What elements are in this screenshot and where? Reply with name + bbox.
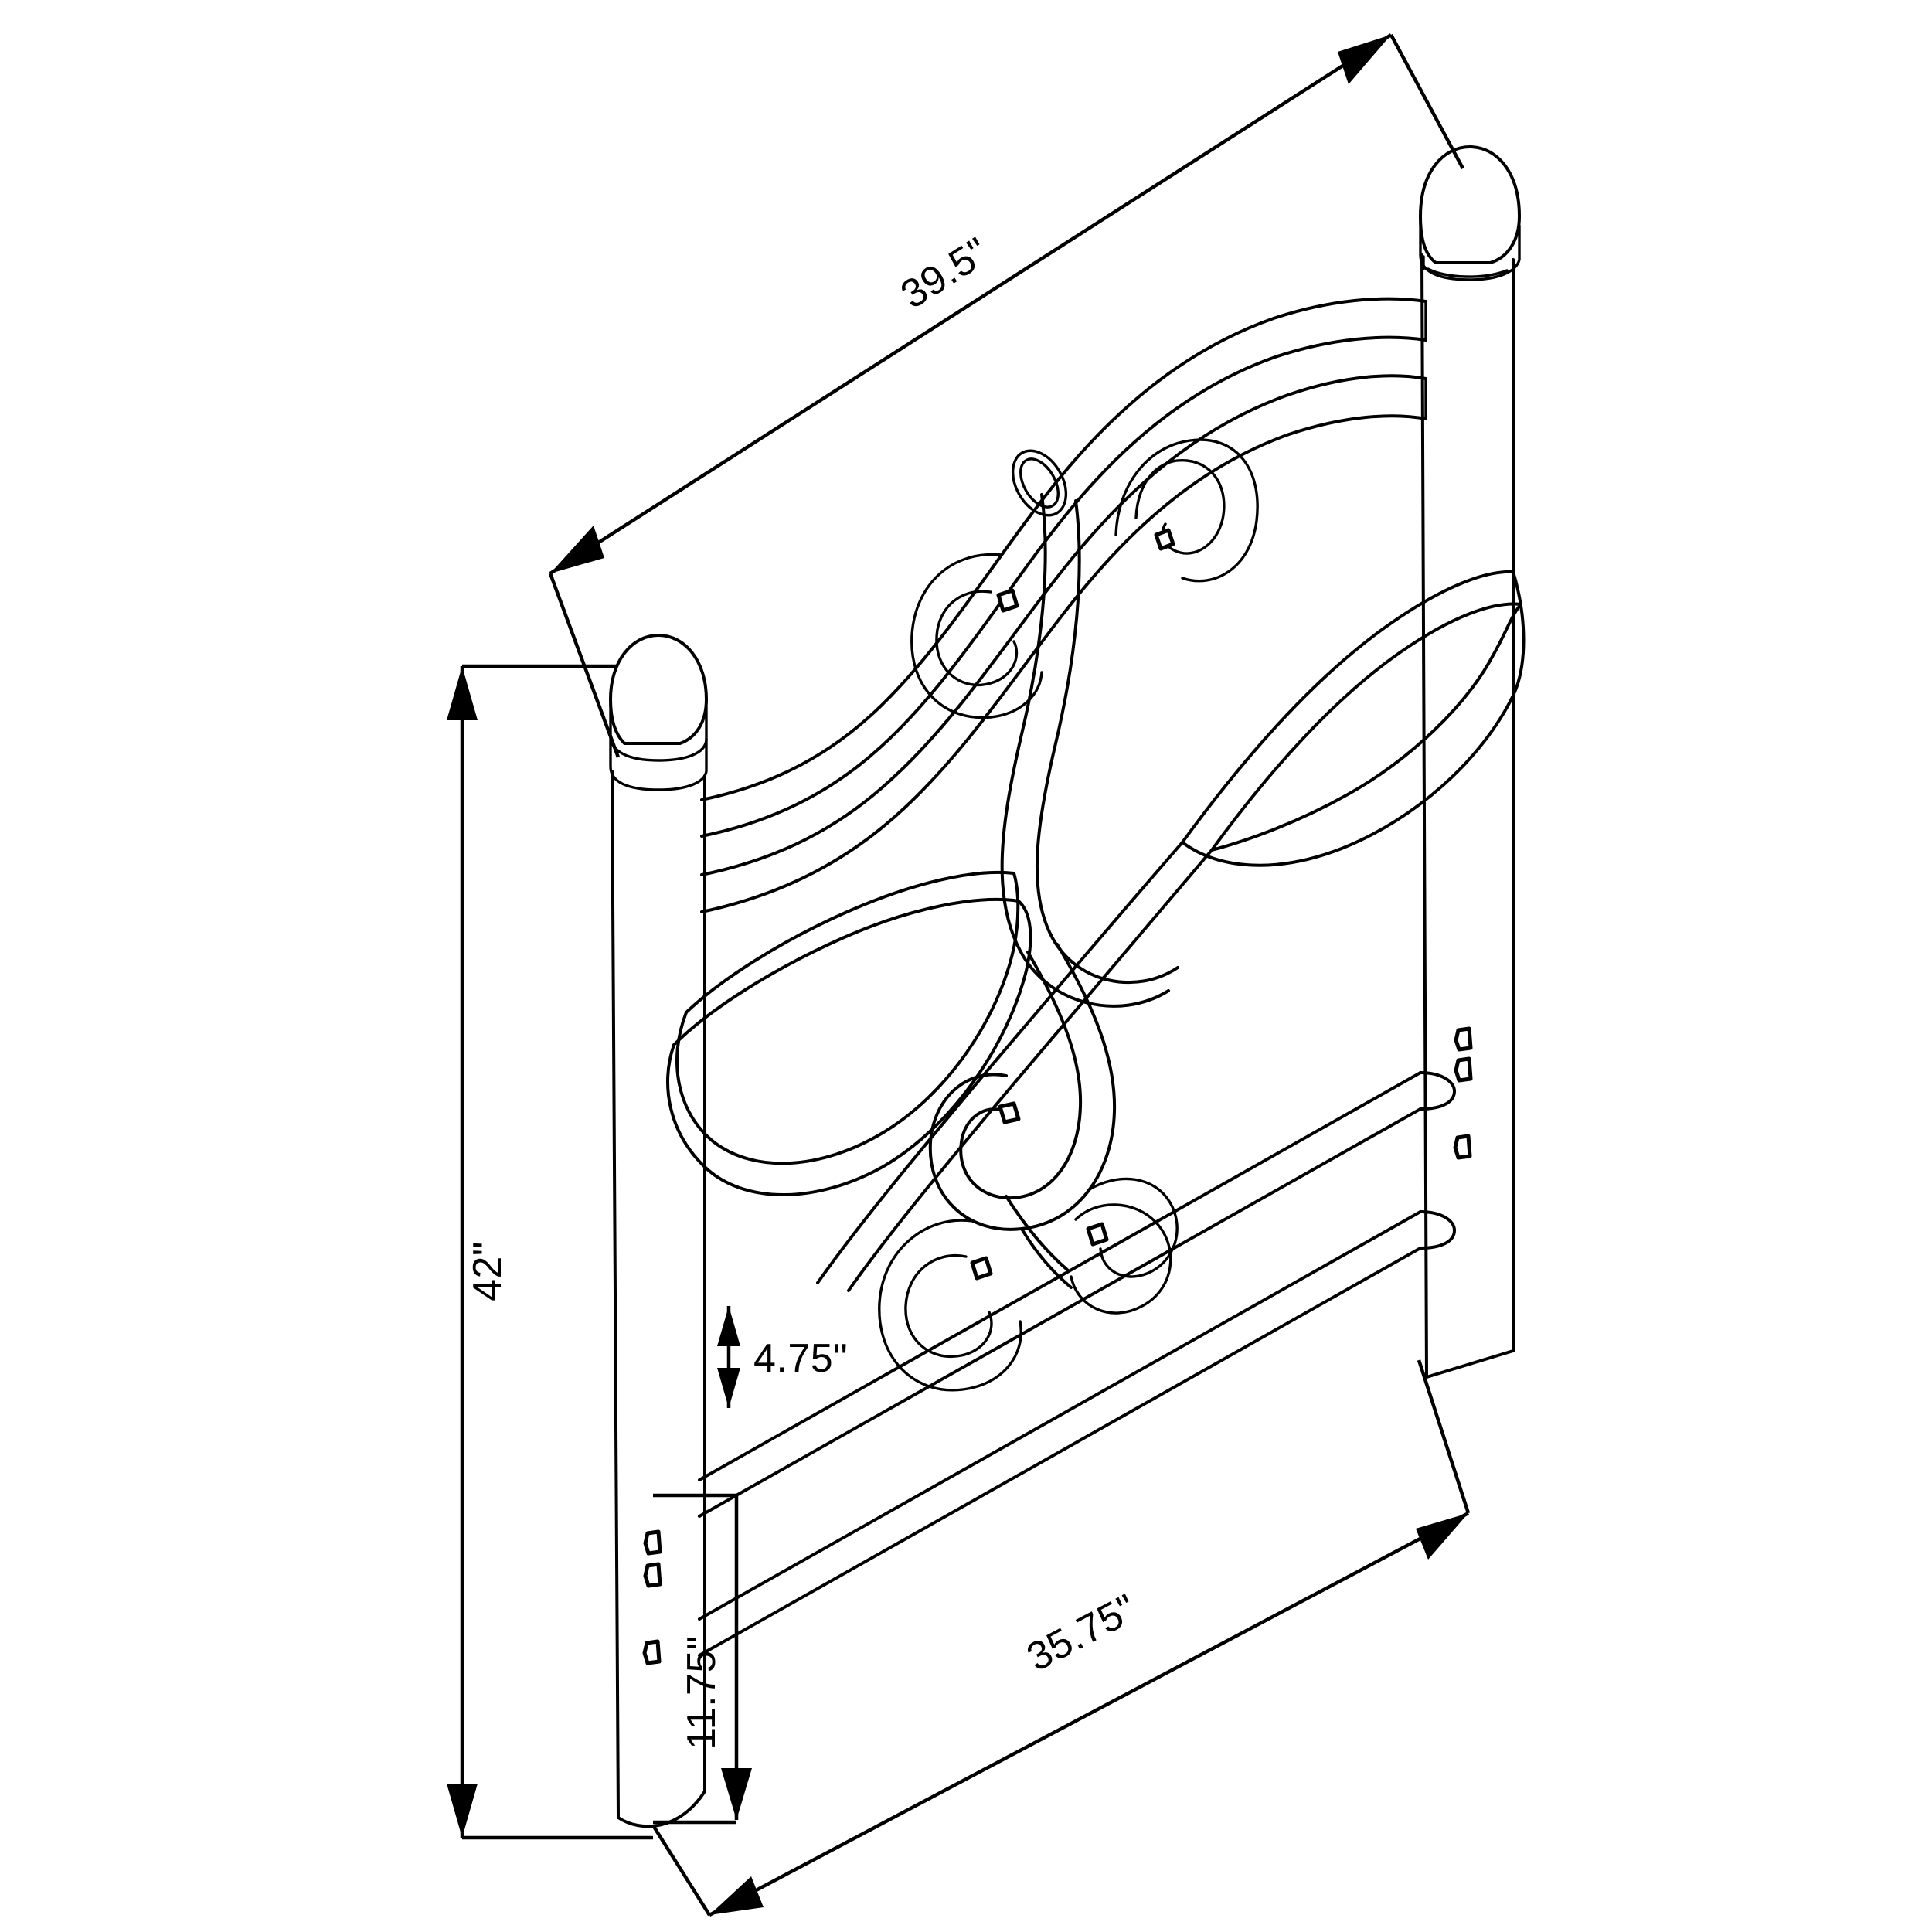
scroll-diagonal-stem-inner xyxy=(847,849,1213,1292)
arch-rail-lower-outer xyxy=(700,374,1427,876)
scroll-stem-left-outer xyxy=(1000,493,1170,1008)
left-post-bottom-cap xyxy=(617,1790,706,1828)
rail-lower-top-edge xyxy=(698,1210,1422,1621)
right-post xyxy=(1419,145,1521,1379)
scroll-connector-to-rail-inner xyxy=(1020,1227,1073,1289)
right-post-mounting-hole-1 xyxy=(1454,1026,1473,1052)
arrowhead-width-right xyxy=(1338,35,1391,84)
left-post xyxy=(609,634,708,1828)
dimension-label-overall-width: 39.5" xyxy=(893,229,997,318)
leaf-lower-upper-edge xyxy=(685,870,1015,1014)
extension-line-depth-right xyxy=(1417,1359,1471,1514)
dimension-overall-depth: 35.75" xyxy=(651,1359,1471,1917)
scroll-lower-right-tip xyxy=(998,1101,1021,1124)
arrowhead-rail-gap-bottom xyxy=(717,1368,740,1408)
scroll-spiral-bottom-left-outer xyxy=(904,1254,993,1358)
arrowhead-rail-gap-top xyxy=(717,1306,740,1346)
left-post-mounting-hole-1 xyxy=(643,1529,662,1556)
arch-rail-upper-outer xyxy=(700,297,1427,801)
scroll-spiral-bottom-left-inner xyxy=(878,1219,1022,1392)
scroll-spiral-bottom-right-tip xyxy=(1086,1222,1109,1247)
leaf-lower-lower-inner xyxy=(666,900,1032,1196)
dimension-line-width xyxy=(549,33,1393,575)
arrowhead-depth-left xyxy=(709,1876,764,1915)
right-post-bottom-edge xyxy=(1425,1349,1515,1379)
leaf-upper-outer-edge xyxy=(1181,570,1515,844)
right-post-left-edge xyxy=(1420,253,1428,1379)
scroll-diagonal-stem-outer xyxy=(816,841,1184,1284)
arrowhead-width-left xyxy=(550,526,604,573)
left-post-ball-finial xyxy=(609,634,708,745)
scroll-spiral-bottom-right-inner xyxy=(1070,1203,1172,1315)
arrowhead-depth-right xyxy=(1416,1513,1468,1560)
dimension-rail-spacing: 4.75" xyxy=(717,1306,848,1408)
scroll-spiral-upper-left-inner xyxy=(910,553,1043,719)
rail-upper-end-cap xyxy=(1419,1071,1456,1111)
scroll-spiral-upper-right-outer xyxy=(1134,459,1226,555)
horizontal-rails xyxy=(698,1071,1456,1657)
scroll-spiral-upper-right-tip xyxy=(1154,528,1175,551)
right-post-ball-finial xyxy=(1419,145,1521,264)
dimension-label-overall-height: 42" xyxy=(465,1241,510,1301)
dimension-label-rail-spacing: 4.75" xyxy=(753,1336,848,1381)
leaf-upper-inner-edge xyxy=(1210,602,1522,852)
dimension-overall-height: 42" xyxy=(447,664,653,1840)
arch-rail-upper-inner xyxy=(700,335,1427,838)
leaf-lower-lower-edge xyxy=(675,872,1020,1165)
left-post-mounting-hole-3 xyxy=(642,1639,662,1665)
leaf-upper-lower-edge xyxy=(1181,570,1526,867)
right-post-collar-lower xyxy=(1427,267,1509,278)
left-post-collar-upper xyxy=(609,702,708,762)
left-post-mounting-hole-2 xyxy=(643,1562,662,1588)
extension-line-depth-left xyxy=(651,1824,711,1917)
decorative-scrollwork xyxy=(666,438,1526,1392)
scroll-connector-to-rail xyxy=(1005,1195,1070,1272)
scroll-lower-right-outer xyxy=(959,951,1083,1200)
scroll-spiral-bottom-left-tip xyxy=(970,1256,993,1281)
arrowhead-leg-height-bottom xyxy=(721,1768,752,1820)
rail-lower-end-cap xyxy=(1419,1210,1456,1250)
arch-rails xyxy=(700,297,1427,913)
scroll-ring-outer xyxy=(1011,449,1068,517)
leaf-lower-upper-inner xyxy=(672,898,1020,1046)
rail-upper-bottom-edge xyxy=(698,1107,1422,1518)
leaf-upper-lower-inner xyxy=(1210,603,1522,852)
arrowhead-height-bottom xyxy=(447,1784,478,1838)
left-post-left-edge xyxy=(611,770,620,1819)
scroll-ring-inner xyxy=(1019,457,1060,509)
scroll-stem-left-inner xyxy=(1036,499,1179,985)
right-post-mounting-hole-2 xyxy=(1454,1056,1473,1083)
dimension-line-depth xyxy=(708,1512,1470,1917)
arrowhead-height-top xyxy=(447,666,478,720)
scroll-spiral-upper-left-outer xyxy=(935,590,1019,687)
scroll-lower-right-inner xyxy=(928,943,1117,1231)
dimension-label-overall-depth: 35.75" xyxy=(1019,1586,1144,1680)
scroll-spiral-upper-left-tip xyxy=(996,588,1019,613)
extension-line-width-right xyxy=(1389,33,1464,170)
scroll-spiral-upper-right-inner xyxy=(1114,438,1259,583)
scroll-spiral-bottom-right-outer xyxy=(1087,1177,1179,1278)
right-post-mounting-hole-3 xyxy=(1453,1134,1472,1160)
rail-lower-bottom-edge xyxy=(698,1247,1422,1657)
dimension-leg-height: 11.75" xyxy=(653,1493,752,1825)
